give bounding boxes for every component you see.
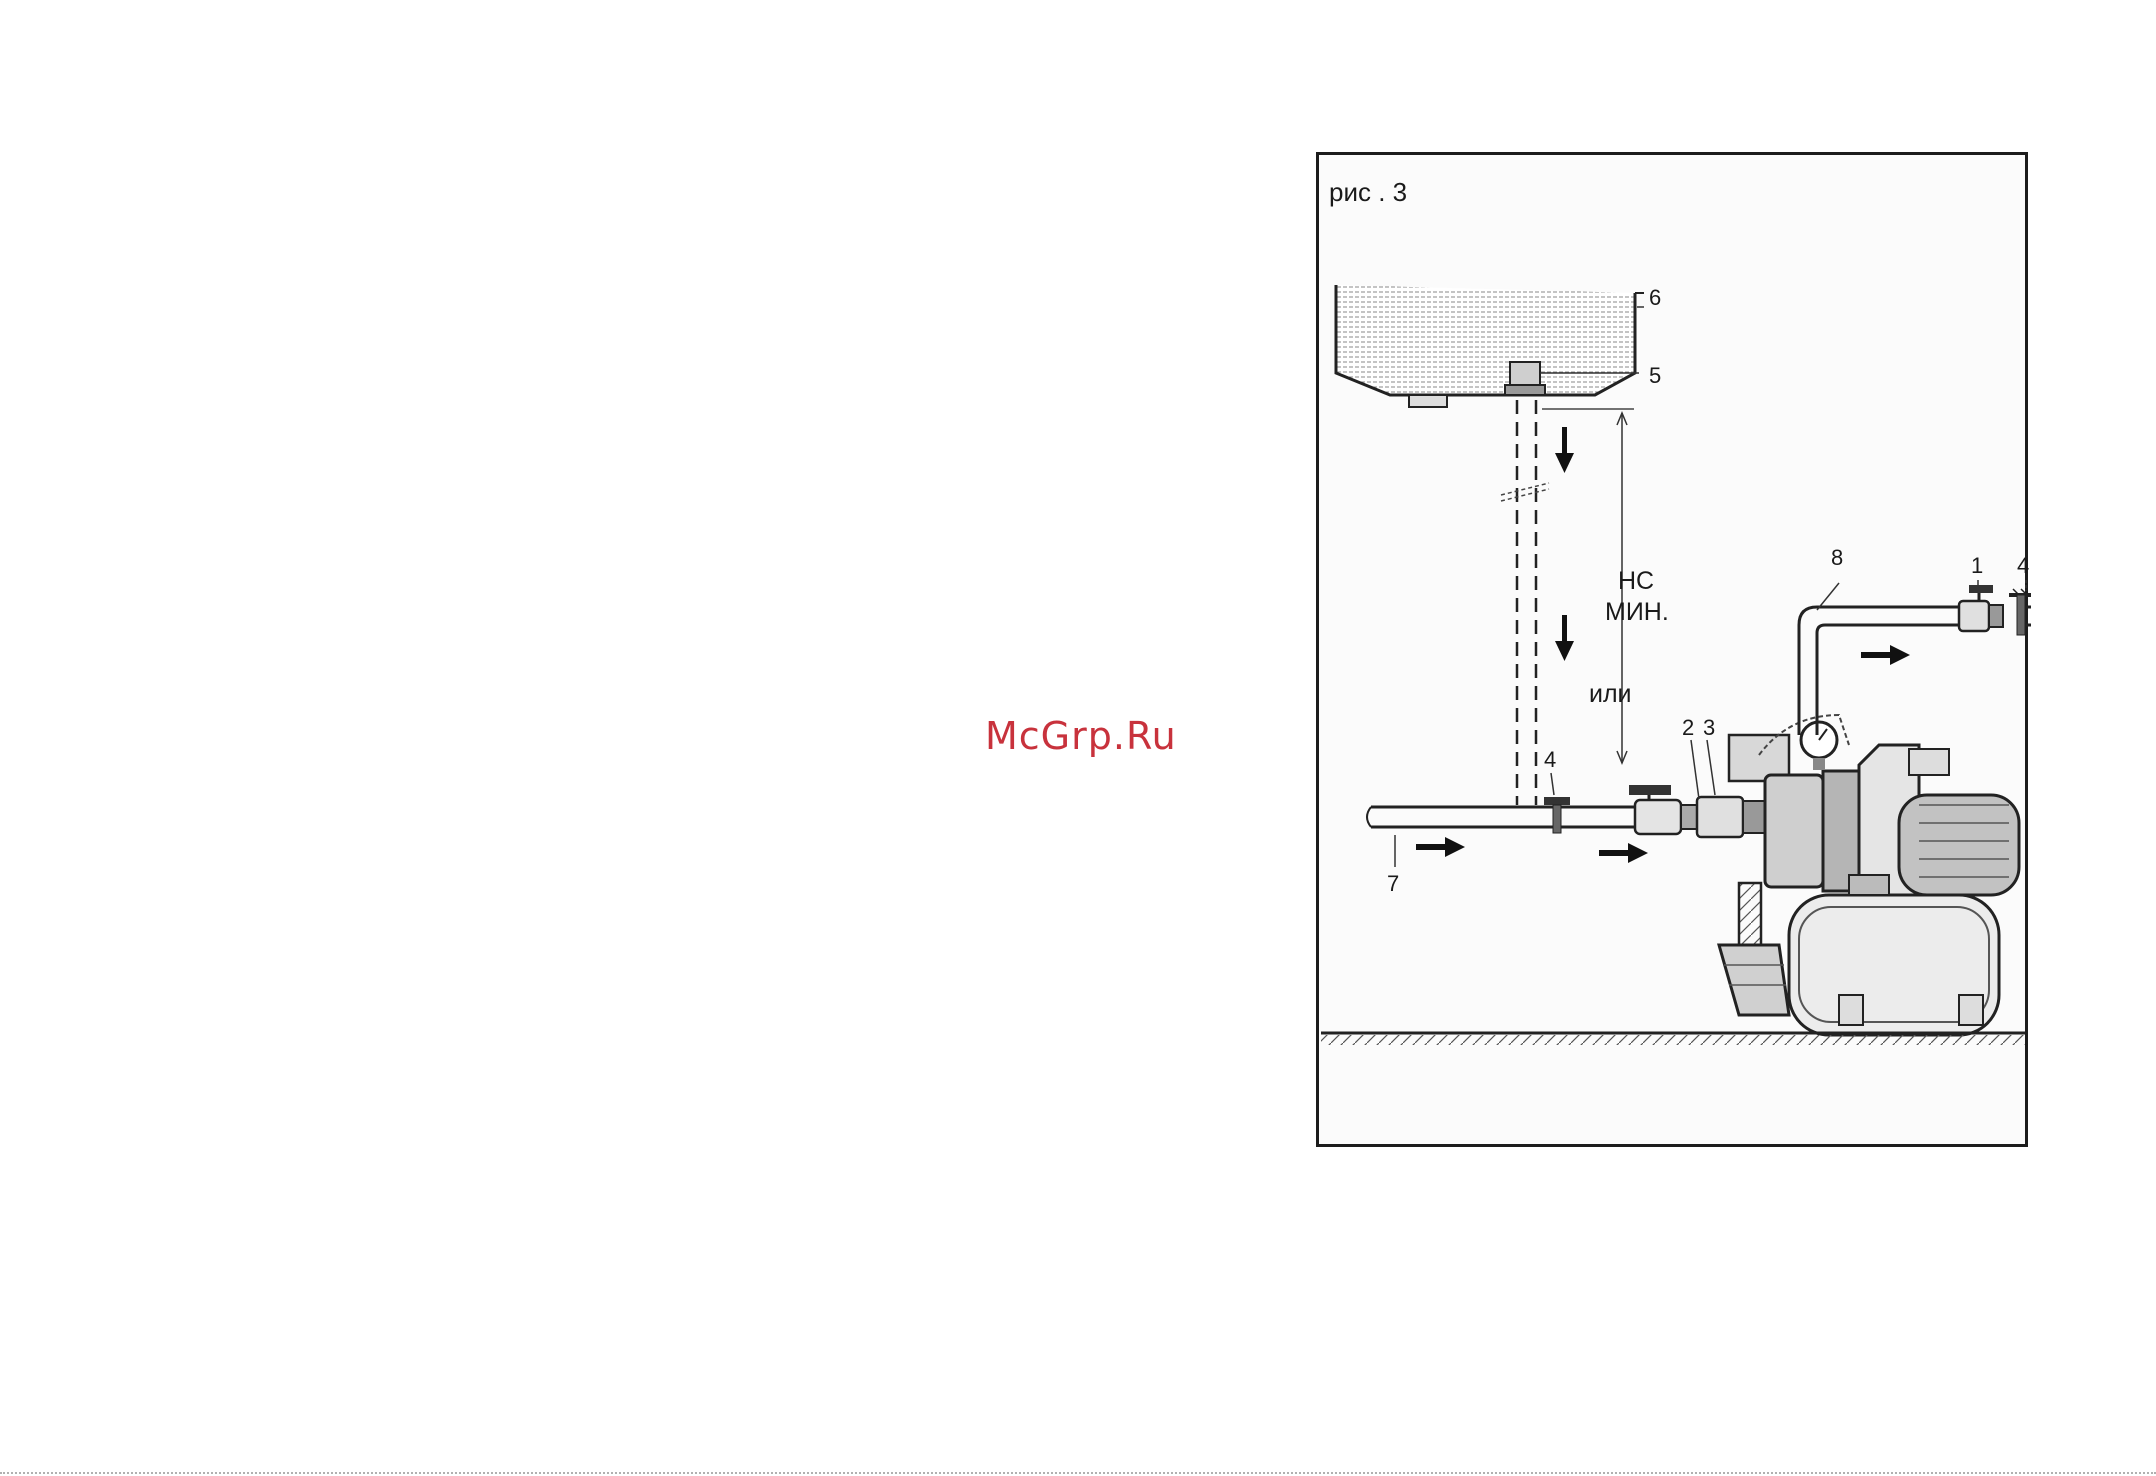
callout-8: 8 xyxy=(1831,545,1843,570)
suction-pipe xyxy=(1367,807,1639,827)
flow-arrow-down xyxy=(1555,427,1574,473)
height-label-hc: HC xyxy=(1618,567,1654,595)
flow-arrow-down xyxy=(1555,615,1574,661)
pipe-support-4-right xyxy=(2009,589,2031,635)
flow-arrow-right xyxy=(1599,843,1648,863)
callout-3: 3 xyxy=(1703,715,1715,740)
callout-6: 6 xyxy=(1649,285,1661,310)
figure-caption: рис . 3 xyxy=(1329,177,1407,207)
flow-arrow-right xyxy=(1861,645,1910,665)
callout-4-right: 4 xyxy=(2017,553,2029,578)
flexible-hose xyxy=(1719,883,1789,1015)
check-valve-2 xyxy=(1629,785,1681,834)
height-label-min: МИН. xyxy=(1605,598,1669,626)
shutoff-valve-1 xyxy=(1959,585,2003,631)
callout-4-left: 4 xyxy=(1544,747,1556,772)
watermark-text: McGrp.Ru xyxy=(985,714,1177,758)
or-label: или xyxy=(1589,680,1632,708)
figure-3-diagram: рис . 3 xyxy=(1316,152,2028,1147)
page-bottom-rule xyxy=(0,1472,2156,1476)
callout-2: 2 xyxy=(1682,715,1694,740)
callout-5: 5 xyxy=(1649,363,1661,388)
installation-diagram: рис . 3 xyxy=(1319,155,2031,1150)
callout-1: 1 xyxy=(1971,553,1983,578)
union-fitting-3 xyxy=(1681,797,1765,837)
flow-arrow-right xyxy=(1416,837,1465,857)
supply-pipe-dashed xyxy=(1501,400,1549,805)
pressure-tank xyxy=(1789,875,1999,1035)
callout-7: 7 xyxy=(1387,871,1399,896)
water-tank xyxy=(1336,285,1644,407)
